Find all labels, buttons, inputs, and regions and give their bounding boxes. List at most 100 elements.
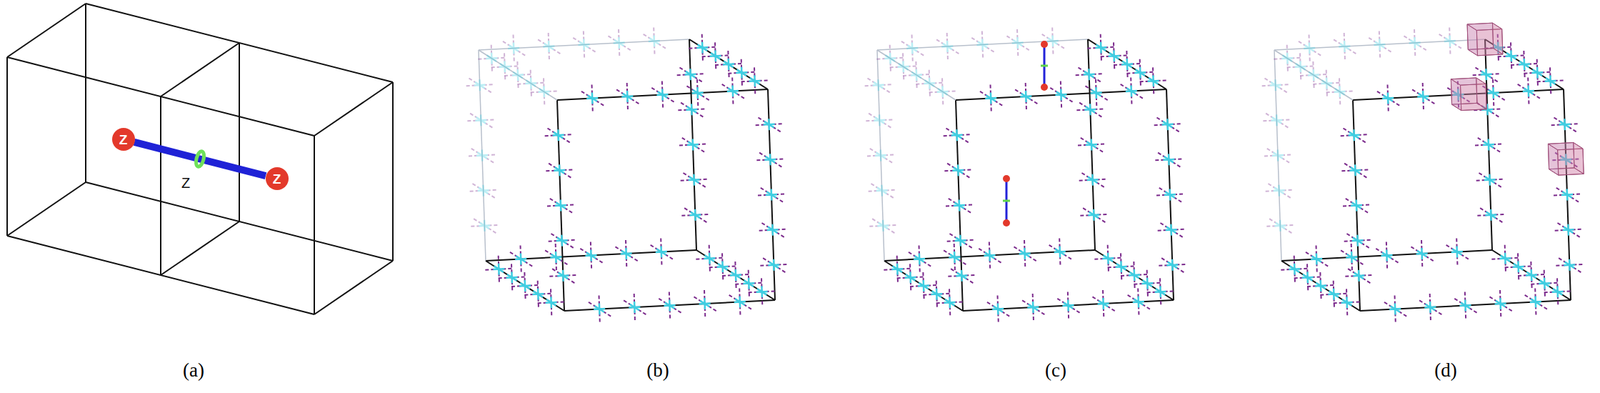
qubit-site bbox=[1014, 82, 1038, 110]
vertex-label: Z bbox=[119, 132, 128, 147]
stabilizer-stub bbox=[761, 222, 785, 237]
stabilizer-stub bbox=[1267, 182, 1291, 198]
stabilizer-stub bbox=[1375, 247, 1398, 263]
site-star bbox=[1089, 212, 1099, 219]
site-star bbox=[1532, 69, 1543, 76]
stabilizer-stub bbox=[537, 39, 560, 54]
qubit-site bbox=[587, 295, 611, 323]
qubit-site bbox=[1265, 182, 1293, 198]
site-star bbox=[1166, 226, 1176, 233]
qubit-site bbox=[944, 162, 972, 178]
site-star bbox=[687, 106, 697, 113]
qubit-site bbox=[467, 112, 495, 128]
qubit-site bbox=[1475, 137, 1503, 152]
site-star bbox=[1410, 40, 1420, 47]
qubit-site bbox=[615, 82, 639, 110]
site-star bbox=[1560, 121, 1570, 128]
site-star bbox=[1272, 152, 1283, 159]
stabilizer-stub bbox=[1517, 83, 1540, 98]
site-star bbox=[685, 71, 695, 78]
stabilizer-stub bbox=[1477, 137, 1500, 152]
qubit-site bbox=[517, 70, 545, 98]
stabilizer-stub bbox=[509, 251, 533, 266]
qubit-site bbox=[544, 243, 568, 271]
qubit-site bbox=[537, 32, 560, 60]
stabilizer-stub bbox=[469, 112, 493, 128]
qubit-site bbox=[907, 245, 931, 273]
site-star bbox=[487, 55, 497, 62]
stabilizer-stub bbox=[642, 33, 666, 48]
operator-end bbox=[1002, 175, 1010, 183]
site-star bbox=[1274, 187, 1284, 194]
stabilizer-stub bbox=[547, 127, 570, 143]
site-star bbox=[1109, 52, 1119, 60]
qubit-site bbox=[1523, 59, 1551, 87]
site-star bbox=[555, 202, 565, 209]
stabilizer-stub bbox=[686, 85, 710, 100]
stabilizer-stub bbox=[615, 89, 639, 104]
site-star bbox=[475, 82, 485, 89]
stabilizer-stub bbox=[1345, 197, 1368, 213]
stabilizer-stub bbox=[1340, 250, 1363, 265]
site-star bbox=[1329, 290, 1339, 298]
site-star bbox=[1103, 255, 1113, 262]
qubit-site bbox=[1517, 261, 1545, 289]
site-star bbox=[1452, 248, 1462, 255]
site-star bbox=[1091, 90, 1101, 97]
qubit-site bbox=[869, 218, 897, 233]
qubit-site bbox=[1154, 117, 1182, 132]
stabilizer-stub bbox=[470, 147, 494, 163]
site-star bbox=[1519, 61, 1529, 68]
qubit-site bbox=[757, 187, 785, 202]
qubit-site bbox=[545, 127, 573, 143]
site-star bbox=[1483, 141, 1493, 148]
stabilizer-stub bbox=[986, 301, 1010, 316]
site-star bbox=[1460, 302, 1470, 309]
qubit-site bbox=[1553, 187, 1581, 202]
site-star bbox=[942, 43, 953, 50]
box-edge bbox=[160, 42, 240, 97]
qubit-site bbox=[1133, 270, 1161, 298]
site-star bbox=[1530, 298, 1540, 305]
stabilizer-stub bbox=[871, 218, 895, 233]
qubit-site bbox=[580, 85, 604, 113]
qubit-site bbox=[677, 67, 705, 82]
stabilizer-stub bbox=[1082, 207, 1105, 223]
qubit-site bbox=[579, 242, 603, 270]
qubit-site bbox=[1158, 257, 1186, 273]
stabilizer-stub bbox=[580, 90, 604, 105]
stabilizer-stub bbox=[1418, 300, 1442, 315]
qubit-site bbox=[979, 85, 1003, 113]
site-star bbox=[1020, 250, 1030, 258]
stabilizer-stub bbox=[587, 301, 611, 316]
excitation-cube bbox=[1450, 77, 1487, 111]
qubit-site bbox=[677, 102, 705, 117]
qubit-site bbox=[1076, 102, 1104, 117]
site-star bbox=[1565, 262, 1575, 269]
stabilizer-stub bbox=[1120, 83, 1143, 98]
qubit-site bbox=[1332, 32, 1356, 60]
box-edge bbox=[238, 42, 240, 222]
stabilizer-stub bbox=[1376, 90, 1400, 105]
qubit-site bbox=[943, 127, 971, 143]
site-star bbox=[737, 69, 747, 76]
z-vertex-circle: Z bbox=[112, 127, 135, 151]
qubit-site bbox=[728, 288, 752, 316]
stabilizer-stub bbox=[1453, 297, 1477, 313]
qubit-site bbox=[1140, 67, 1168, 95]
qubit-site bbox=[511, 272, 539, 300]
site-star bbox=[1122, 61, 1132, 68]
site-star bbox=[878, 222, 888, 230]
qubit-site bbox=[1094, 245, 1122, 273]
site-star bbox=[1562, 191, 1572, 198]
stabilizer-stub bbox=[867, 77, 890, 93]
site-star bbox=[558, 272, 568, 280]
qubit-site bbox=[688, 34, 716, 62]
cube-edge bbox=[1274, 39, 1485, 50]
site-star bbox=[1047, 37, 1058, 45]
qubit-site bbox=[1555, 257, 1583, 273]
site-star bbox=[1085, 106, 1095, 113]
site-star bbox=[478, 187, 488, 194]
qubit-site bbox=[936, 288, 964, 316]
site-star bbox=[1486, 212, 1496, 219]
